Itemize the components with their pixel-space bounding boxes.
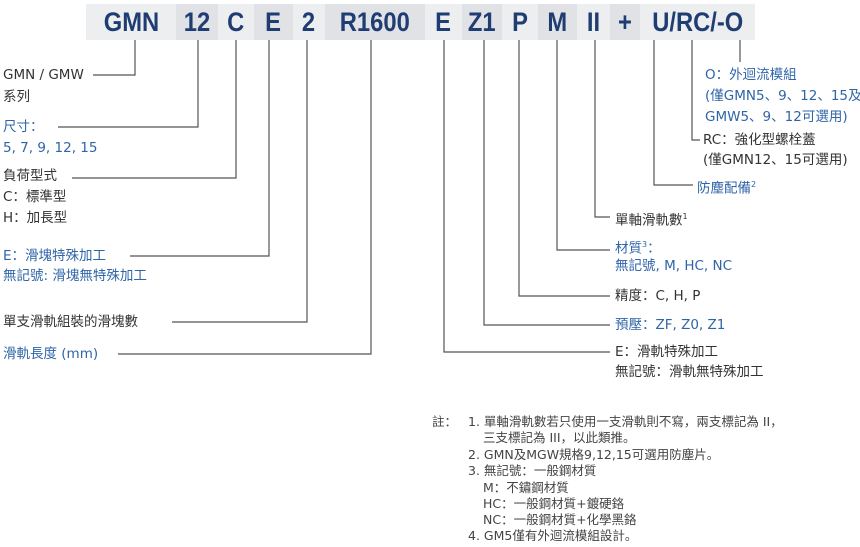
rail-special-e: E：滑軌特殊加工 [615, 344, 719, 360]
note-4: 4. GM5僅有外迴流模組設計。 [468, 528, 638, 543]
note-3-hc: HC：一般鋼材質+鍍硬鉻 [483, 496, 625, 511]
leader-rails [594, 40, 610, 218]
code-size: 12 [176, 4, 218, 40]
leader-preload [483, 40, 610, 326]
code-rails: II [577, 4, 610, 40]
option-o-note-2: GMW5、9、12可選用) [705, 109, 848, 125]
leader-material [556, 40, 610, 251]
leader-size [58, 40, 199, 128]
series-label: GMN / GMW [3, 67, 84, 83]
leader-load [72, 40, 237, 179]
code-blocks: 2 [293, 4, 325, 40]
blocks-per-rail-label: 單支滑軌組裝的滑塊數 [3, 314, 138, 330]
rail-special-none: 無記號：滑軌無特殊加工 [615, 364, 764, 380]
load-h: H：加長型 [3, 210, 68, 226]
code-options: U/RC/-O [640, 4, 755, 40]
leader-blocks [172, 40, 308, 323]
leader-rail-special [443, 40, 610, 353]
block-special-none: 無記號: 滑塊無特殊加工 [3, 268, 147, 284]
load-c: C：標準型 [3, 189, 67, 205]
notes-label: 註： [432, 414, 458, 429]
code-preload: Z1 [462, 4, 502, 40]
leader-series [93, 40, 136, 76]
leader-dust [653, 40, 693, 186]
material-label: 材質3： [615, 240, 661, 257]
code-block-special: E [254, 4, 293, 40]
series-label-2: 系列 [3, 89, 30, 105]
block-special-e: E：滑塊特殊加工 [3, 248, 107, 264]
note-1-cont: 三支標記為 III，以此類推。 [483, 430, 636, 445]
note-3-nc: NC：一般鋼材質+化學黑鉻 [483, 512, 637, 527]
code-precision: P [502, 4, 538, 40]
code-plus: + [610, 4, 640, 40]
leader-block-special [130, 40, 270, 257]
size-label: 尺寸： [3, 119, 44, 135]
leader-precision [518, 40, 610, 297]
load-label: 負荷型式 [3, 168, 57, 184]
note-3-m: M：不鏽鋼材質 [483, 480, 569, 495]
option-o: O：外迴流模組 [705, 67, 797, 83]
code-rail-length: R1600 [325, 4, 425, 40]
note-1: 1. 單軸滑軌數若只使用一支滑軌則不寫，兩支標記為 II， [468, 414, 783, 429]
size-values: 5, 7, 9, 12, 15 [3, 140, 98, 156]
material-options: 無記號, M, HC, NC [615, 258, 732, 274]
code-series: GMN [86, 4, 176, 40]
code-rail-special: E [425, 4, 462, 40]
leader-rail-length [118, 40, 372, 355]
option-rc: RC：強化型螺栓蓋 [703, 132, 816, 148]
rail-length-label: 滑軌長度 (mm) [3, 346, 99, 362]
preload-label: 預壓：ZF, Z0, Z1 [615, 317, 726, 333]
note-3: 3. 無記號：一般鋼材質 [468, 463, 597, 478]
rails-label: 單軸滑軌數1 [615, 212, 688, 229]
option-rc-note: (僅GMN12、15可選用) [703, 152, 848, 168]
option-o-note-1: (僅GMN5、9、12、15及 [705, 88, 860, 104]
precision-label: 精度：C, H, P [615, 288, 701, 304]
code-load: C [218, 4, 254, 40]
note-2: 2. GMN及MGW規格9,12,15可選用防塵片。 [468, 447, 720, 462]
leader-rc [691, 40, 700, 141]
code-material: M [538, 4, 577, 40]
dust-label: 防塵配備2 [697, 180, 757, 197]
